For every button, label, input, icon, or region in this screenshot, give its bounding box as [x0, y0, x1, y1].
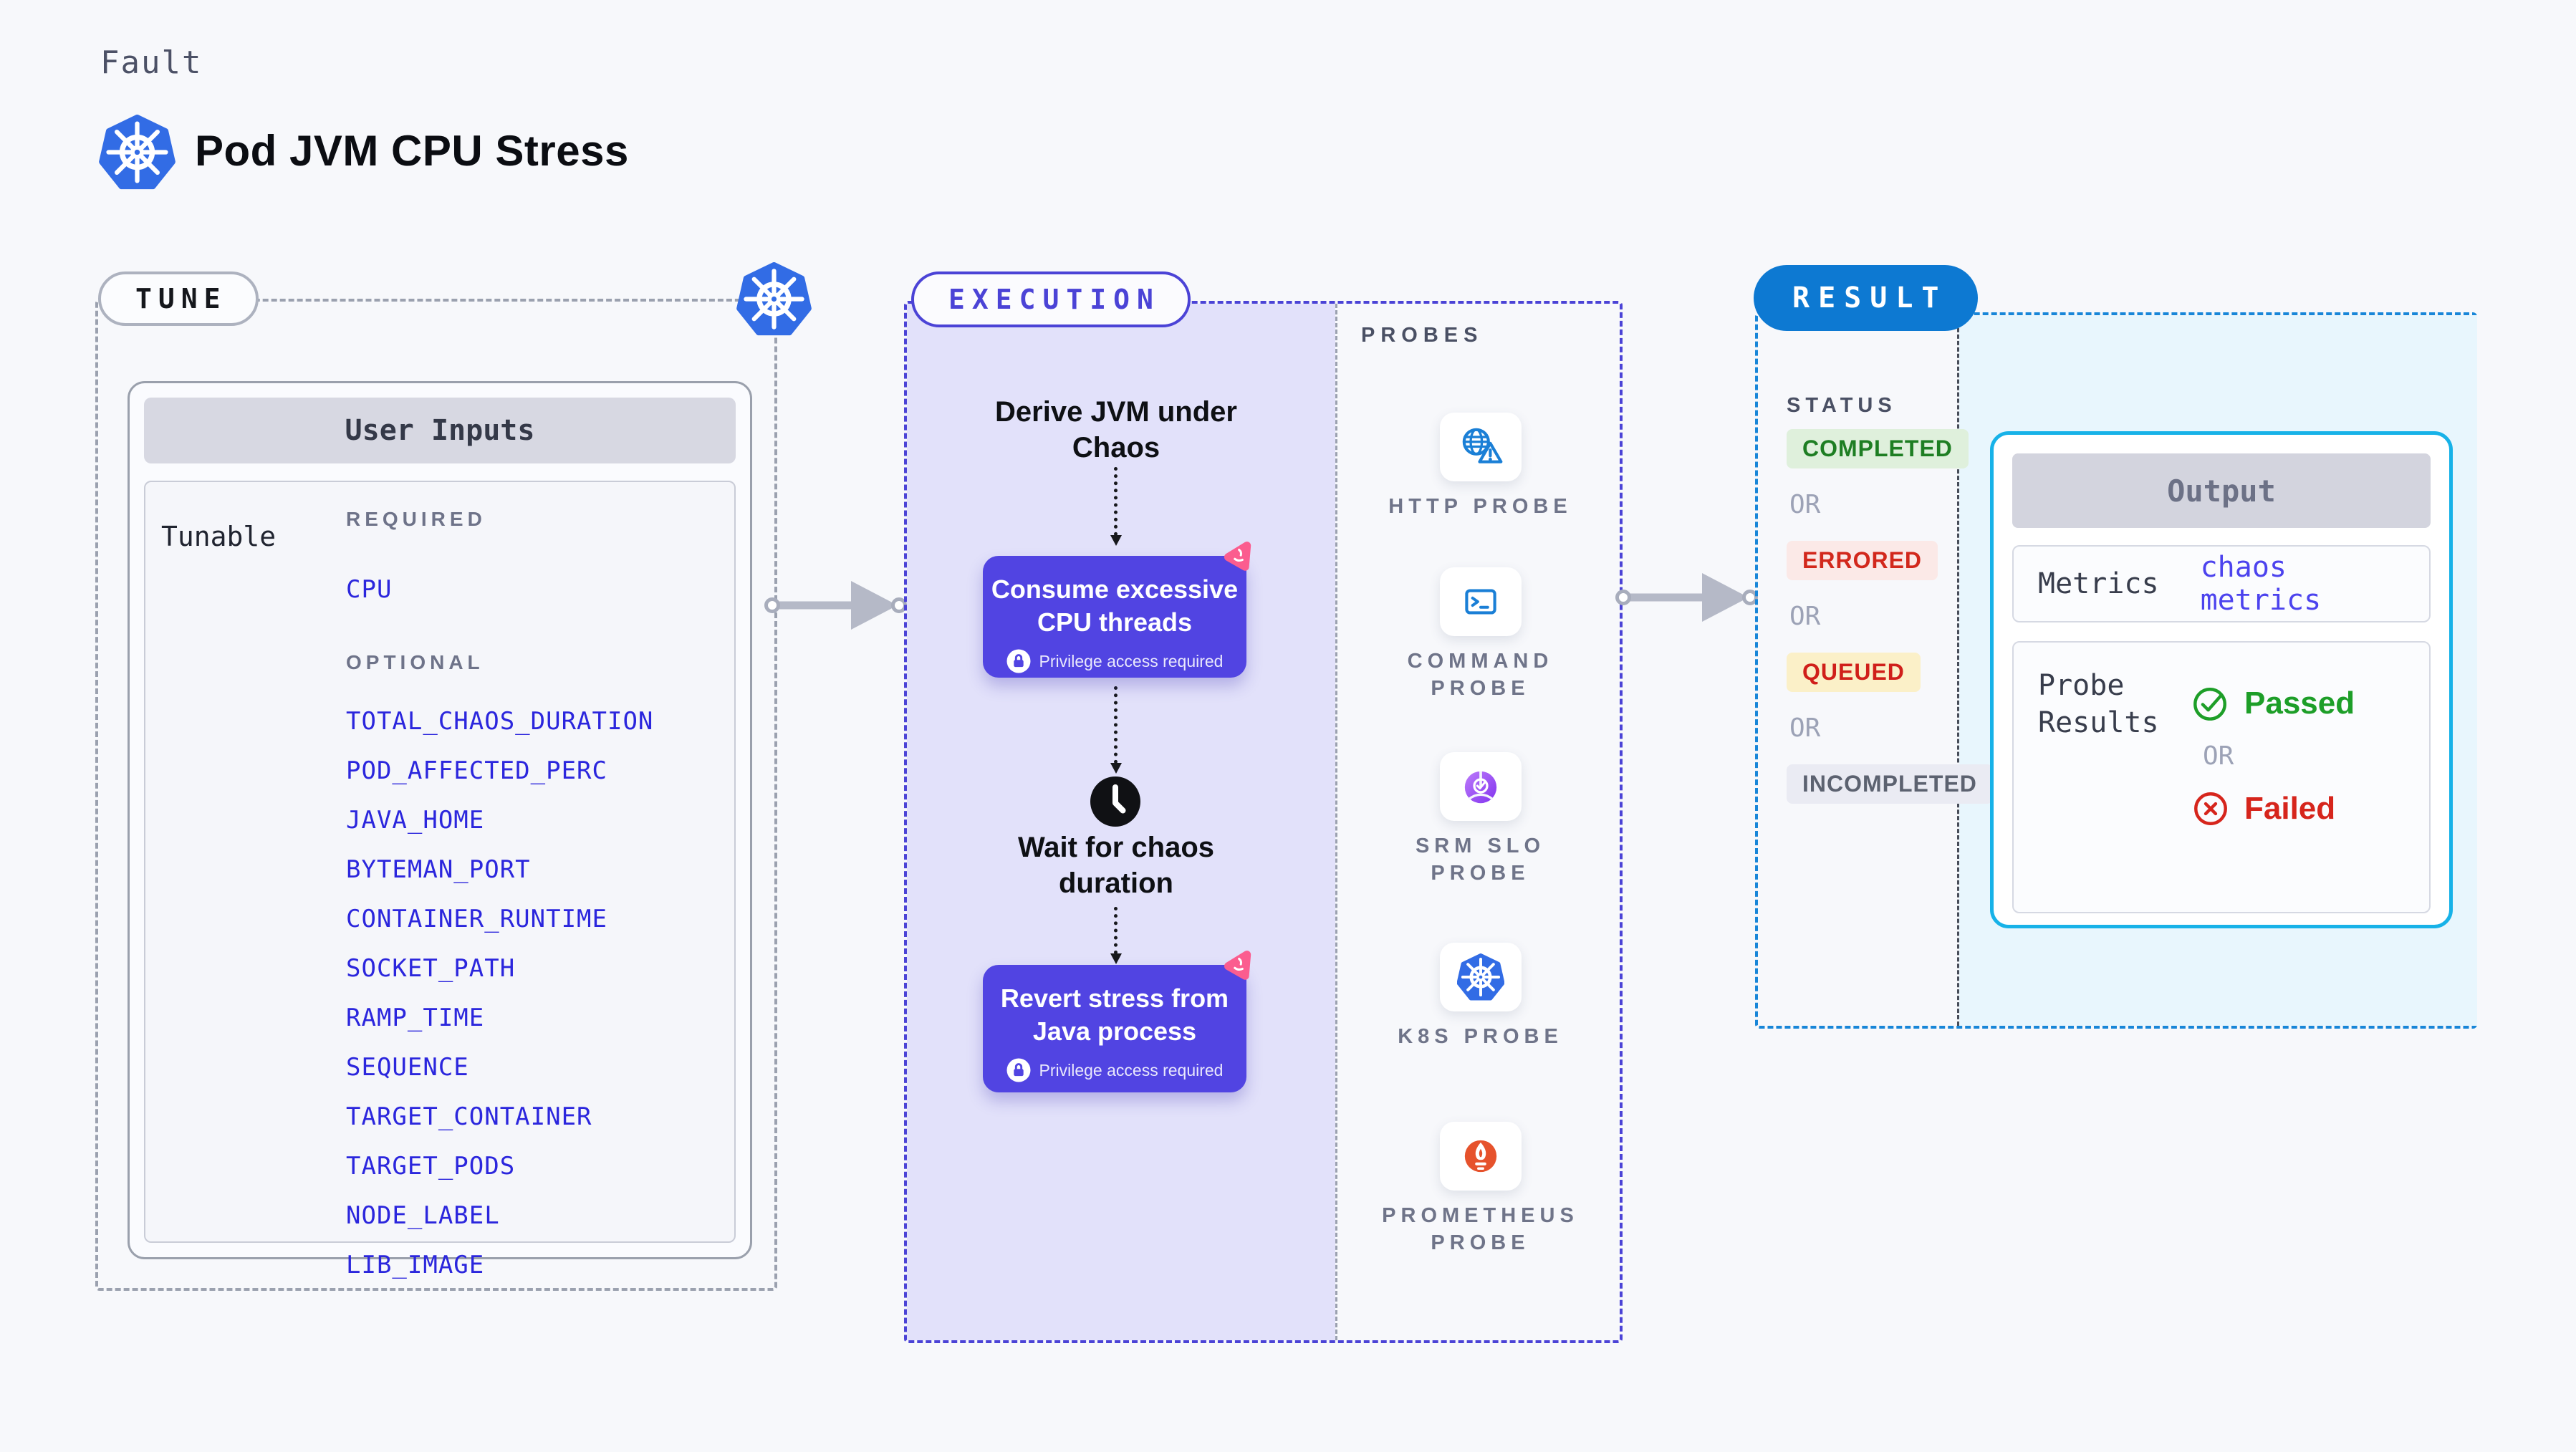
param-target-container: TARGET_CONTAINER: [346, 1102, 592, 1131]
param-byteman-port: BYTEMAN_PORT: [346, 855, 531, 884]
consume-step-label: Consume excessive CPU threads: [991, 574, 1239, 637]
status-badge-incompleted: INCOMPLETED: [1787, 764, 1993, 804]
probe-name: HTTP PROBE: [1388, 495, 1572, 518]
or-label: OR: [2203, 741, 2234, 771]
probe-card: [1439, 413, 1522, 481]
result-section: STATUS COMPLETED OR ERRORED OR QUEUED OR INCOM…: [1755, 312, 2477, 1029]
or-label: OR: [1789, 602, 1821, 631]
probe-name: COMMAND PROBE: [1407, 650, 1554, 700]
user-inputs-card: User Inputs Tunable REQUIRED CPU OPTIONA…: [128, 381, 752, 1279]
check-circle-icon: [2191, 684, 2230, 723]
probe-results-label: Probe Results: [2038, 669, 2159, 739]
execution-pill: EXECUTION: [911, 271, 1191, 327]
param-container-runtime: CONTAINER_RUNTIME: [346, 905, 607, 933]
param-target-pods: TARGET_PODS: [346, 1152, 516, 1181]
probe-card: [1439, 1122, 1522, 1191]
status-label: STATUS: [1787, 394, 1897, 417]
probes-label: PROBES: [1361, 324, 1484, 347]
param-ramp-time: RAMP_TIME: [346, 1004, 485, 1032]
execution-step-consume-box: Consume excessive CPU threads Privilege …: [983, 556, 1246, 678]
execution-step-wait: Wait for chaos duration: [1017, 832, 1215, 899]
probe-name: K8S PROBE: [1398, 1025, 1563, 1048]
metrics-row: Metrics chaos metrics: [2012, 545, 2431, 622]
kubernetes-logo-icon: [736, 262, 812, 336]
optional-label: OPTIONAL: [346, 651, 484, 673]
param-node-label: NODE_LABEL: [346, 1201, 500, 1230]
probe-card: [1439, 752, 1522, 821]
probe-passed: Passed: [2191, 684, 2355, 723]
clock-icon: [1089, 775, 1142, 828]
kubernetes-logo-icon: [99, 115, 176, 190]
status-column: STATUS COMPLETED OR ERRORED OR QUEUED OR INCOM…: [1787, 394, 1993, 804]
k8s-probe-icon: [1457, 953, 1504, 1001]
tune-to-execution-arrow-icon: [764, 577, 907, 634]
prometheus-probe-icon: [1457, 1133, 1504, 1180]
probe-failed: Failed: [2191, 789, 2355, 828]
result-divider: [1957, 315, 1959, 1026]
status-badge-completed: COMPLETED: [1787, 429, 1969, 468]
probes-divider: [1335, 304, 1337, 1340]
output-header: Output: [2012, 453, 2431, 528]
metrics-value: chaos metrics: [2200, 551, 2322, 617]
tune-section: [95, 299, 777, 1291]
probe-results-row: Probe Results Passed OR Failed: [2012, 641, 2431, 913]
privilege-note: Privilege access required: [1039, 1060, 1224, 1080]
param-sequence: SEQUENCE: [346, 1053, 469, 1082]
metrics-label: Metrics: [2038, 567, 2159, 600]
execution-to-result-arrow-icon: [1615, 569, 1758, 626]
probe-k8s-probe: K8S PROBE: [1335, 943, 1625, 1050]
probe-http-probe: HTTP PROBE: [1335, 413, 1625, 520]
chaos-icon: [1222, 540, 1254, 572]
probe-name: SRM SLO PROBE: [1415, 835, 1546, 885]
param-java-home: JAVA_HOME: [346, 806, 485, 835]
dotted-arrow: [1110, 467, 1122, 546]
page-title: Pod JVM CPU Stress: [195, 127, 629, 175]
required-label: REQUIRED: [346, 508, 486, 530]
chaos-icon: [1222, 949, 1254, 981]
tune-pill: TUNE: [98, 271, 259, 326]
probe-command-probe: COMMAND PROBE: [1335, 567, 1625, 702]
tunables-list: Tunable REQUIRED CPU OPTIONAL TOTAL_CHAO…: [144, 481, 736, 1279]
required-param: CPU: [346, 575, 393, 604]
fault-kicker: Fault: [100, 44, 203, 81]
command-probe-icon: [1457, 578, 1504, 625]
status-badge-errored: ERRORED: [1787, 541, 1938, 580]
revert-step-label: Revert stress from Java process: [1000, 984, 1229, 1046]
probe-card: [1439, 567, 1522, 636]
param-pod-affected-perc: POD_AFFECTED_PERC: [346, 756, 607, 785]
failed-label: Failed: [2244, 791, 2336, 826]
dotted-arrow: [1110, 907, 1122, 964]
probe-srm-slo-probe: SRM SLO PROBE: [1335, 752, 1625, 887]
param-lib-image: LIB_IMAGE: [346, 1251, 485, 1279]
param-total-chaos-duration: TOTAL_CHAOS_DURATION: [346, 707, 654, 736]
probe-card: [1439, 943, 1522, 1011]
status-badge-queued: QUEUED: [1787, 653, 1921, 692]
passed-label: Passed: [2244, 686, 2355, 721]
user-inputs-header: User Inputs: [144, 398, 736, 463]
srm-slo-probe-icon: [1457, 763, 1504, 810]
result-pill: RESULT: [1754, 265, 1978, 331]
execution-step-derive: Derive JVM under Chaos: [995, 396, 1237, 463]
probe-name: PROMETHEUS PROBE: [1382, 1204, 1579, 1254]
tunable-row-label: Tunable: [161, 521, 277, 552]
output-card: Output Metrics chaos metrics Probe Resul…: [1990, 431, 2453, 928]
dotted-arrow: [1110, 686, 1122, 774]
param-socket-path: SOCKET_PATH: [346, 954, 516, 983]
or-label: OR: [1789, 490, 1821, 519]
or-label: OR: [1789, 713, 1821, 743]
lock-icon: [1006, 649, 1031, 673]
privilege-note: Privilege access required: [1039, 651, 1224, 670]
probe-prometheus-probe: PROMETHEUS PROBE: [1335, 1122, 1625, 1256]
http-probe-icon: [1457, 423, 1504, 471]
execution-section: Derive JVM under Chaos Consume excessive…: [904, 301, 1623, 1343]
x-circle-icon: [2191, 789, 2230, 828]
execution-step-revert-box: Revert stress from Java process Privileg…: [983, 965, 1246, 1092]
lock-icon: [1006, 1058, 1031, 1082]
